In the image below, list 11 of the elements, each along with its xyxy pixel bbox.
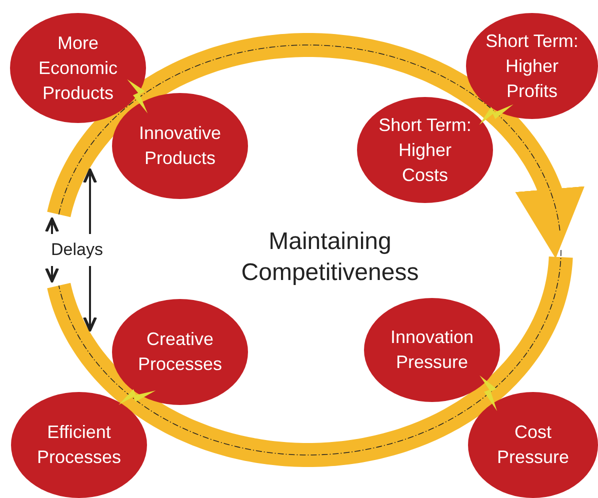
node-text: Efficient Processes bbox=[36, 421, 122, 469]
node-text: Innovation Pressure bbox=[389, 326, 475, 374]
node-text: Cost Pressure bbox=[496, 421, 570, 469]
delay-label: Delays bbox=[50, 239, 104, 261]
node-text: Short Term: Higher Profits bbox=[484, 30, 580, 102]
ellipse-node bbox=[468, 392, 598, 498]
node-text: More Economic Products bbox=[37, 32, 119, 104]
node-text: Innovative Products bbox=[138, 122, 222, 170]
center-title: Maintaining Competitiveness bbox=[240, 227, 420, 288]
node-text: Short Term: Higher Costs bbox=[378, 114, 472, 186]
node-text: Creative Processes bbox=[136, 328, 224, 376]
